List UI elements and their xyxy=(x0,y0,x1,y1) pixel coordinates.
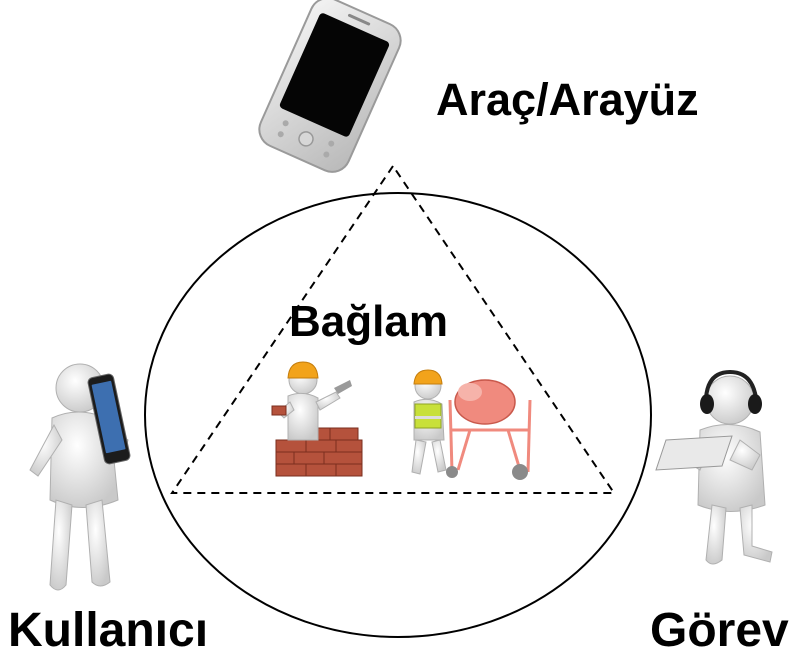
bricklayer-worker-icon xyxy=(271,361,363,477)
worker-with-cement-mixer-icon xyxy=(411,369,532,480)
task-label: Görev xyxy=(650,604,789,657)
person-with-headset-icon xyxy=(655,369,773,565)
tool-interface-label: Araç/Arayüz xyxy=(436,74,699,125)
context-ellipse xyxy=(144,192,652,638)
smartphone-icon xyxy=(258,0,402,173)
context-label: Bağlam xyxy=(289,297,448,346)
user-label: Kullanıcı xyxy=(8,604,209,657)
person-with-phone-icon xyxy=(29,363,131,591)
relationship-triangle xyxy=(170,164,616,494)
